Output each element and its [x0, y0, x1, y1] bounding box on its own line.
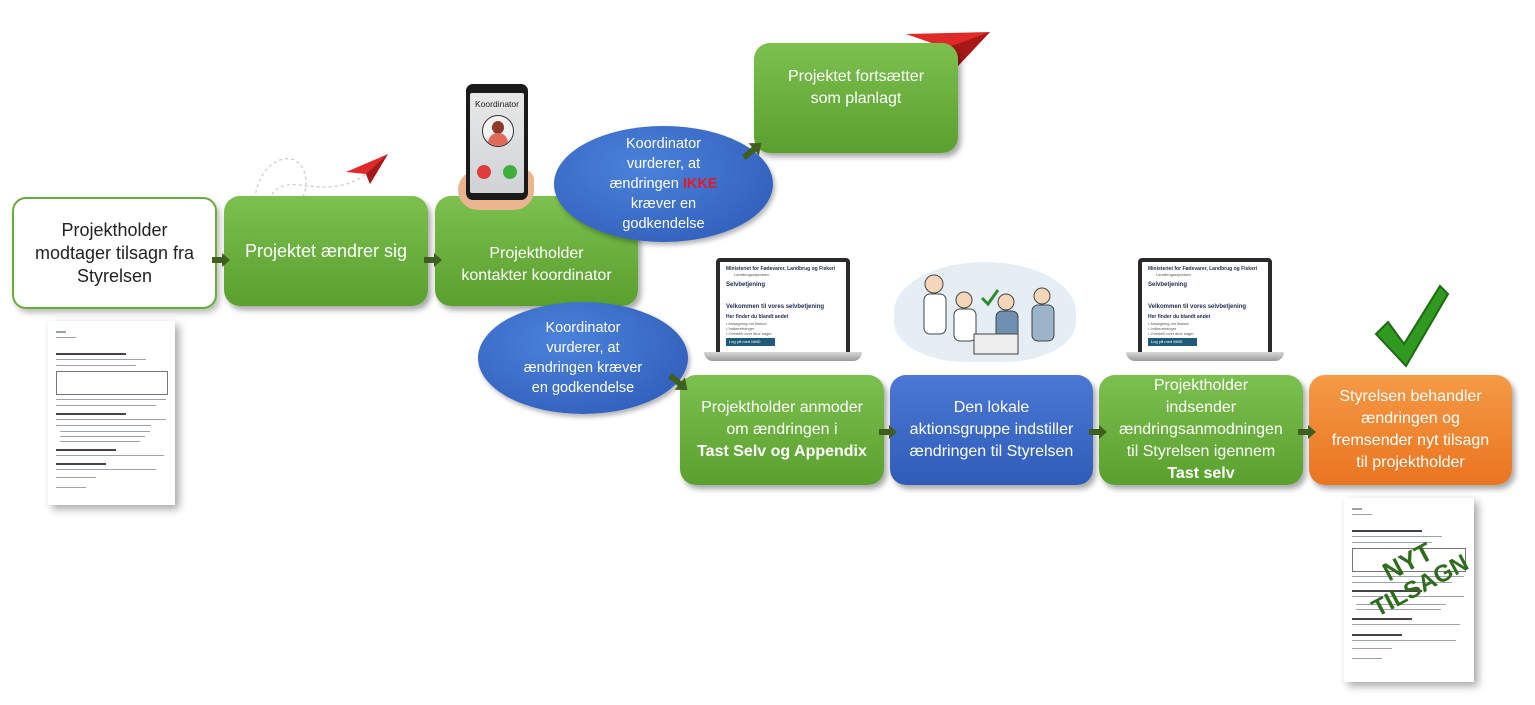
node-final-line2: ændringen og: [1361, 410, 1460, 427]
new-tilsagn-document: NYT TILSAGN: [1344, 498, 1474, 682]
laptop-agency: Landbrugsstyrelsen: [1156, 272, 1191, 277]
laptop-item1: • Ansøgning om tilskud: [1148, 321, 1189, 326]
laptop-welcome: Velkommen til vores selvbetjening: [726, 304, 825, 310]
laptop-item3: • Overblik over dine sager: [726, 331, 772, 336]
node-submit-line1: Projektholder: [1153, 377, 1249, 394]
laptop-item3: • Overblik over dine sager: [1148, 331, 1194, 336]
laptop-agency: Landbrugsstyrelsen: [734, 272, 769, 277]
node-lag-line2: aktionsgruppe indstiller: [909, 421, 1074, 438]
paper-plane-icon: [346, 154, 388, 184]
arrow-right-icon: [879, 425, 897, 439]
team-illustration: [894, 262, 1076, 362]
laptop-section: Selvbetjening: [1148, 282, 1188, 288]
node-agency-processes: Styrelsen behandler ændringen og fremsen…: [1309, 375, 1512, 485]
node-final-line1: Styrelsen behandler: [1339, 388, 1482, 405]
laptop-subtitle: Her finder du blandt andet: [726, 314, 789, 320]
node-project-changes: Projektet ændrer sig: [224, 196, 428, 306]
laptop-login-button: Log på med MitID: [1148, 338, 1197, 346]
arrow-right-icon: [1298, 425, 1316, 439]
node-continues-line2: som planlagt: [810, 90, 902, 107]
tilsagn-document: [48, 321, 175, 505]
oval-req-line4: en godkendelse: [531, 380, 635, 396]
oval-no-approval-needed: Koordinator vurderer, at ændringen IKKE …: [554, 126, 773, 242]
node-submit-bold: Tast selv: [1167, 465, 1235, 482]
node-submit-request: Projektholder indsender ændringsanmodnin…: [1099, 375, 1303, 485]
node-submit-line2: indsender: [1165, 399, 1237, 416]
oval-not-emphasis: IKKE: [682, 176, 718, 192]
oval-approval-needed: Koordinator vurderer, at ændringen kræve…: [478, 302, 688, 414]
oval-not-line2: vurderer, at: [626, 156, 701, 172]
node-project-changes-label: Projektet ændrer sig: [244, 241, 408, 261]
phone-illustration: Koordinator: [458, 84, 534, 210]
node-contact-line2: kontakter koordinator: [461, 267, 612, 284]
node-local-action-group: Den lokale aktionsgruppe indstiller ændr…: [890, 375, 1093, 485]
laptop-section: Selvbetjening: [726, 282, 766, 288]
phone-body: Koordinator: [466, 84, 528, 200]
oval-not-line3: ændringen: [609, 176, 683, 192]
node-lag-line3: ændringen til Styrelsen: [909, 443, 1074, 460]
node-start-label: Projektholder modtager tilsagn fra Styre…: [34, 219, 195, 286]
laptop-login-button: Log på med MitID: [726, 338, 775, 346]
oval-req-line2: vurderer, at: [546, 340, 620, 356]
checkmark-icon: [1374, 284, 1450, 368]
laptop-welcome: Velkommen til vores selvbetjening: [1148, 304, 1247, 310]
node-submit-line4: til Styrelsen igennem: [1126, 443, 1276, 460]
team-drawing: [923, 274, 1055, 355]
node-project-continues: Projektet fortsætter som planlagt: [754, 43, 958, 153]
laptop-item2: • Indberetninger: [1148, 326, 1177, 331]
oval-not-line4: kræver en: [630, 196, 697, 212]
decline-call-icon: [477, 165, 491, 179]
oval-req-line3: ændringen kræver: [523, 360, 643, 376]
arrow-down-right-icon: [667, 372, 688, 391]
avatar: [482, 115, 514, 147]
node-request-line1: Projektholder anmoder: [701, 399, 863, 416]
node-lag-line1: Den lokale: [953, 399, 1030, 416]
arrow-up-right-icon: [741, 142, 762, 160]
node-start: Projektholder modtager tilsagn fra Styre…: [12, 197, 217, 309]
node-submit-line3: ændringsanmodningen: [1119, 421, 1283, 438]
laptop-ministry: Ministeriet for Fødevarer, Landbrug og F…: [1148, 266, 1258, 272]
oval-not-line5: godkendelse: [622, 216, 705, 232]
node-request-line2: om ændringen i: [726, 421, 838, 438]
laptop-ministry: Ministeriet for Fødevarer, Landbrug og F…: [726, 266, 836, 272]
oval-req-line1: Koordinator: [545, 320, 621, 336]
laptop-item2: • Indberetninger: [726, 326, 755, 331]
accept-call-icon: [503, 165, 517, 179]
arrow-right-icon: [212, 253, 230, 267]
node-final-line4: til projektholder: [1356, 454, 1465, 471]
arrow-right-icon: [1089, 425, 1107, 439]
node-continues-line1: Projektet fortsætter: [787, 68, 925, 85]
phone-label: Koordinator: [475, 99, 519, 109]
node-request-bold: Tast Selv og Appendix: [697, 443, 867, 460]
laptop-illustration: Ministeriet for Fødevarer, Landbrug og F…: [1126, 258, 1284, 366]
laptop-illustration: Ministeriet for Fødevarer, Landbrug og F…: [704, 258, 862, 366]
node-final-line3: fremsender nyt tilsagn: [1331, 432, 1490, 449]
oval-not-line1: Koordinator: [626, 136, 701, 152]
laptop-subtitle: Her finder du blandt andet: [1148, 314, 1211, 320]
node-request-change: Projektholder anmoder om ændringen i Tas…: [680, 375, 884, 485]
arrow-right-icon: [424, 253, 442, 267]
node-contact-line1: Projektholder: [489, 245, 584, 262]
laptop-item1: • Ansøgning om tilskud: [726, 321, 767, 326]
